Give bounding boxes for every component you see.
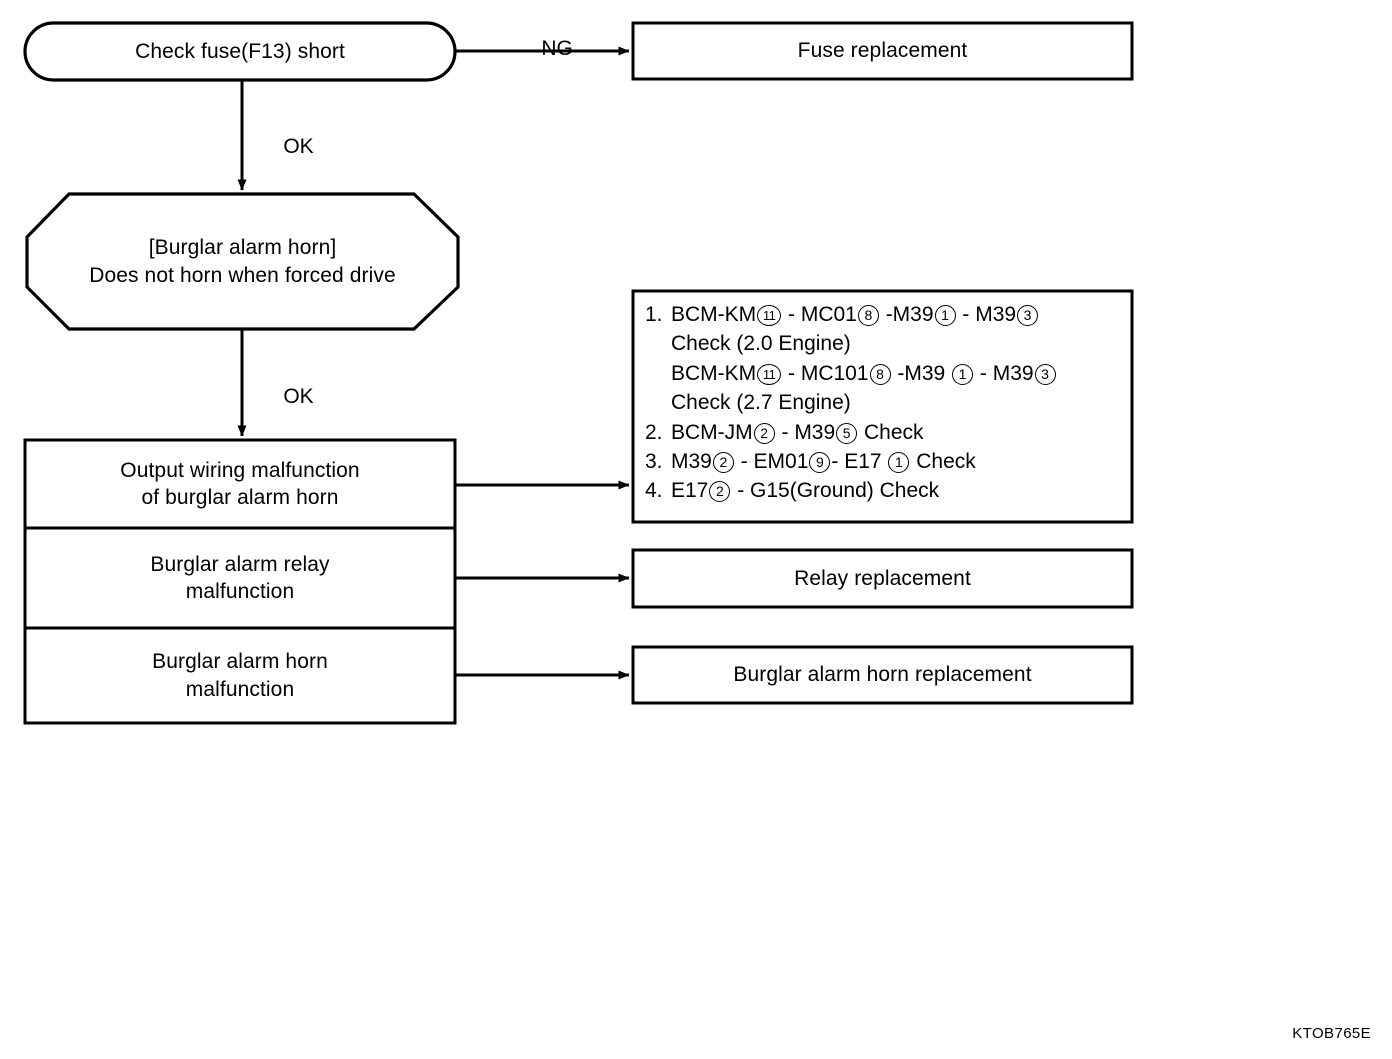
checklist-row: Check (2.0 Engine)	[645, 329, 1125, 358]
edge-label-ok-2: OK	[283, 385, 314, 408]
circled-number: 1	[934, 305, 956, 326]
checklist-row-number: 1.	[645, 303, 663, 326]
circled-number: 11	[757, 363, 782, 385]
edge-label-ng: NG	[541, 37, 573, 60]
checklist-text: - MC01	[782, 303, 857, 326]
checklist-text: BCM-KM	[671, 303, 757, 326]
node-fuse-replacement-shape[interactable]	[631, 21, 1134, 81]
checklist-text: Check (2.7 Engine)	[671, 391, 851, 415]
checklist-text: - M39	[974, 361, 1034, 385]
circled-number: 5	[836, 422, 858, 444]
checklist-text: - M39	[956, 303, 1017, 326]
circled-number: 9	[809, 452, 831, 474]
checklist-text: - MC101	[782, 361, 869, 385]
checklist-text: Check	[858, 420, 924, 444]
checklist-row: Check (2.7 Engine)	[645, 388, 1125, 417]
checklist-text: - EM01	[734, 450, 809, 474]
checklist-text: BCM-KM	[671, 361, 757, 385]
checklist-text: Check	[910, 450, 976, 474]
figure-code: KTOB765E	[1292, 1025, 1372, 1042]
circled-number: 1	[888, 452, 910, 474]
circled-number: 3	[1034, 363, 1056, 385]
circled-number: 2	[753, 422, 775, 444]
node-horn-replacement-shape[interactable]	[631, 645, 1134, 705]
circled-number: 3	[1017, 305, 1039, 326]
checklist-text: -M39	[891, 361, 952, 385]
checklist-text: BCM-JM	[671, 420, 753, 444]
circled-number: 11	[757, 305, 782, 326]
checklist-row-number: 2.	[645, 420, 663, 444]
checklist-text: - G15(Ground) Check	[731, 479, 940, 503]
circled-number: 8	[869, 363, 891, 385]
checklist-text: - M39	[775, 420, 836, 444]
circled-number: 1	[952, 363, 974, 385]
circled-number: 2	[709, 481, 731, 503]
edge-label-ok-1: OK	[283, 135, 314, 158]
node-relay-replacement-shape[interactable]	[631, 548, 1134, 609]
checklist-text: - E17	[831, 450, 888, 474]
node-burglar-condition-shape[interactable]	[25, 192, 460, 331]
cause-panel-shape	[23, 438, 457, 725]
node-check-fuse-shape[interactable]	[23, 21, 457, 82]
checklist-text: E17	[671, 479, 709, 503]
checklist-row-number: 3.	[645, 450, 663, 474]
checklist-text: Check (2.0 Engine)	[671, 332, 851, 356]
checklist-row-number: 4.	[645, 479, 663, 503]
checklist-text: M39	[671, 450, 712, 474]
circled-number: 2	[712, 452, 734, 474]
circled-number: 8	[857, 305, 879, 326]
checklist-text: -M39	[879, 303, 934, 326]
